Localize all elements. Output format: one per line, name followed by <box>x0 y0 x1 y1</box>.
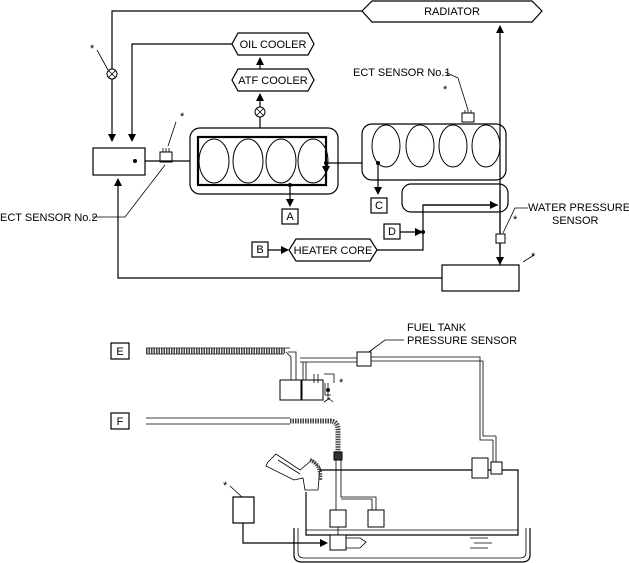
thermostat-box <box>92 147 146 176</box>
asterisk-label: * <box>513 214 518 226</box>
asterisk-label: * <box>180 111 185 123</box>
water-pressure-leader <box>502 207 528 234</box>
asterisk-leader <box>167 121 177 147</box>
f-hose-outline <box>146 417 290 425</box>
heater-core: HEATER CORE <box>288 238 378 262</box>
engine-bank-left <box>189 127 339 195</box>
callout-b: B <box>251 241 269 258</box>
ect-sensor-1-label: ECT SENSOR No.1 <box>353 67 451 79</box>
asterisk-label: * <box>90 43 95 55</box>
asterisk-label: * <box>339 377 344 389</box>
ect-sensor-2-leader <box>92 164 166 218</box>
callout-c-label: C <box>375 200 383 212</box>
atf-cooler-label: ATF COOLER <box>238 75 308 87</box>
radiator-return-line <box>108 10 362 142</box>
cut-valve <box>471 457 503 479</box>
sensor-icon <box>159 148 173 163</box>
sensor-icon <box>461 110 475 123</box>
callout-b-label: B <box>256 244 263 256</box>
callout-e-label: E <box>116 346 123 358</box>
vent-pipe-down <box>492 436 497 462</box>
fuel-tank-sensor-leader <box>368 339 404 353</box>
asterisk-leader <box>522 254 535 263</box>
ect-sensor-1-leader <box>444 71 469 111</box>
callout-c: C <box>370 197 388 214</box>
fuel-tank <box>293 469 531 563</box>
vent-pipe <box>371 356 496 441</box>
callout-e: E <box>110 342 130 360</box>
oil-cooler-line <box>128 43 232 142</box>
valve-icon <box>254 106 266 118</box>
callout-f-label: F <box>117 416 124 428</box>
fuel-feed-line <box>335 460 377 512</box>
asterisk-leader <box>229 485 243 498</box>
filler-neck <box>265 453 323 491</box>
fuel-line-joint <box>333 451 343 461</box>
sensor-icon <box>495 233 506 244</box>
asterisk-label: * <box>443 84 448 96</box>
radiator: RADIATOR <box>361 0 543 23</box>
callout-a-label: A <box>286 211 294 223</box>
atf-cooler: ATF COOLER <box>231 68 315 92</box>
heater-core-label: HEATER CORE <box>294 245 373 257</box>
engine-bank-right <box>361 123 507 181</box>
fuel-tank-sensor-label-1: FUEL TANK <box>407 322 467 334</box>
f-hose <box>290 418 341 452</box>
callout-d: D <box>383 223 401 240</box>
oil-cooler-label: OIL COOLER <box>240 39 307 51</box>
pump-control-unit <box>232 496 255 524</box>
ect-sensor-2-label: ECT SENSOR No.2 <box>0 212 98 224</box>
water-jacket <box>401 183 509 213</box>
sensor-icon <box>356 351 372 367</box>
asterisk-leader <box>96 49 109 71</box>
callout-a: A <box>281 208 299 225</box>
water-pressure-label-1: WATER PRESSURE <box>528 202 629 214</box>
callout-d-label: D <box>388 226 396 238</box>
fuel-level-marks <box>470 537 492 549</box>
radiator-label: RADIATOR <box>424 6 480 18</box>
coolant-reservoir <box>441 264 520 292</box>
reservoir-return-line <box>114 178 442 279</box>
valve-icon <box>106 68 118 80</box>
fuel-tank-sensor-label-2: PRESSURE SENSOR <box>407 335 517 347</box>
canister <box>279 351 360 403</box>
asterisk-label: * <box>223 480 228 492</box>
water-pressure-label-2: SENSOR <box>552 215 599 227</box>
control-to-pump-line <box>242 523 328 547</box>
oil-cooler: OIL COOLER <box>231 32 315 56</box>
asterisk-label: * <box>531 251 536 263</box>
callout-f: F <box>110 412 130 430</box>
e-hose-outline <box>146 347 290 355</box>
fuel-pump-unit <box>329 509 385 551</box>
